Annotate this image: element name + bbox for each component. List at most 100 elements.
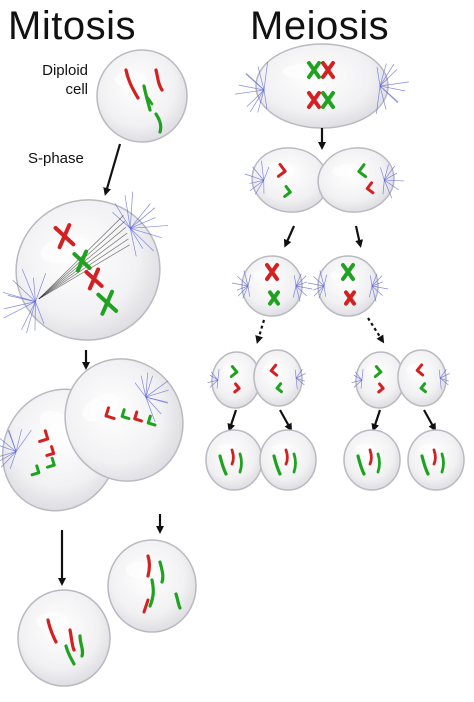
spindle-fiber — [384, 179, 399, 191]
spindle-fiber — [247, 285, 251, 297]
spindle-fiber — [295, 285, 313, 290]
red-chromosome — [233, 382, 241, 394]
spindle-fiber — [209, 374, 219, 381]
spindle-fiber — [371, 285, 389, 290]
spindle-fiber — [235, 89, 265, 95]
spindle-fiber — [217, 368, 220, 381]
chromatid — [307, 61, 321, 79]
red-chromosome — [365, 181, 375, 195]
meiosis-ii-metaphase-cell-right — [307, 255, 389, 317]
red-chromosome — [146, 554, 152, 578]
cell-highlight — [125, 561, 157, 579]
spindle-fiber — [243, 270, 249, 287]
spindle-fiber — [130, 217, 156, 229]
kinetochore-fiber — [38, 232, 128, 300]
spindle-fiber — [376, 85, 381, 114]
spindle-fiber — [249, 89, 265, 113]
meiosis-ii-half-2 — [253, 349, 306, 407]
spindle-fiber — [124, 195, 131, 229]
green-chromosome — [45, 456, 56, 469]
red-chromosome — [142, 598, 150, 614]
green-chromosome — [420, 454, 430, 476]
spindle-fiber — [295, 281, 308, 287]
haploid-gamete-cell — [343, 429, 401, 491]
spindle-fiber — [140, 375, 147, 398]
spindle-fiber — [439, 373, 450, 379]
spindle-pole — [134, 372, 169, 422]
red-chromosome — [276, 162, 287, 178]
spindle-fiber — [35, 301, 45, 325]
spindle-fiber — [263, 180, 265, 194]
spindle-fiber — [384, 179, 405, 182]
red-chromosome — [269, 363, 279, 377]
cell-highlight — [115, 71, 147, 89]
spindle-fiber — [371, 281, 384, 287]
mitosis-daughter-cell-right — [107, 539, 197, 633]
green-duplicated-chromosome — [268, 290, 280, 306]
spindle-fiber — [379, 63, 387, 87]
green-chromosome — [174, 592, 182, 610]
green-chromosome — [78, 634, 85, 658]
spindle-fiber — [12, 279, 36, 302]
mitosis-heading: Mitosis — [8, 4, 136, 48]
spindle-fiber — [247, 274, 252, 287]
spindle-fiber — [313, 285, 325, 297]
spindle-fiber — [252, 166, 264, 181]
spindle-pole — [438, 369, 450, 390]
spindle-fiber — [379, 63, 395, 87]
spindle-pole — [0, 429, 32, 469]
spindle-fiber — [371, 285, 377, 302]
red-chromosome — [68, 628, 76, 652]
spindle-fiber — [353, 374, 363, 381]
spindle-fiber — [368, 285, 373, 298]
cell-membrane — [96, 49, 188, 143]
arrow-gamete-1 — [227, 409, 238, 432]
spindle-fiber — [33, 277, 36, 302]
mitosis-daughter-cell-left — [17, 589, 111, 687]
red-chromosome — [124, 68, 140, 100]
green-chromosome — [30, 464, 41, 477]
cell-membrane — [241, 255, 303, 317]
spindle-fiber — [257, 66, 265, 91]
spindle-pole — [2, 269, 47, 334]
spindle-pole — [368, 273, 389, 302]
spindle-fiber — [307, 282, 325, 287]
green-chromosome — [148, 578, 155, 608]
red-duplicated-chromosome — [307, 91, 321, 109]
spindle-fiber — [380, 167, 385, 181]
spindle-fiber — [295, 377, 306, 382]
cell-highlight — [331, 164, 359, 177]
spindle-fiber — [323, 274, 328, 287]
chromatid — [341, 263, 355, 281]
arrow-gamete-3 — [371, 409, 382, 432]
cell-membrane — [64, 358, 184, 482]
diploid-cell — [96, 49, 188, 143]
cell-membrane — [255, 43, 389, 129]
diploid-cell-label: Diploid cell — [16, 62, 88, 100]
cell-membrane — [317, 255, 379, 317]
spindle-fiber — [263, 166, 270, 181]
spindle-fiber — [379, 81, 409, 87]
spindle-fiber — [0, 451, 17, 464]
spindle-fiber — [295, 285, 301, 302]
spindle-fiber — [369, 275, 373, 287]
spindle-fiber — [439, 377, 449, 386]
spindle-fiber — [34, 301, 36, 331]
mitosis-daughter-half-right — [64, 358, 184, 482]
spindle-fiber — [263, 62, 268, 91]
spindle-fiber — [15, 429, 22, 452]
spindle-fiber — [216, 380, 219, 389]
spindle-fiber — [361, 368, 364, 381]
spindle-fiber — [384, 165, 396, 181]
green-chromosome — [283, 185, 292, 198]
spindle-fiber — [379, 85, 398, 104]
spindle-fiber — [26, 301, 36, 334]
meiosis-ii-half-1 — [207, 351, 261, 409]
green-chromosome — [158, 560, 165, 584]
spindle-fiber — [371, 273, 378, 287]
spindle-fiber — [0, 436, 17, 452]
spindle-fiber — [130, 227, 162, 239]
spindle-fiber — [237, 276, 249, 287]
kinetochore-fiber — [38, 244, 130, 300]
spindle-fiber — [312, 285, 325, 291]
